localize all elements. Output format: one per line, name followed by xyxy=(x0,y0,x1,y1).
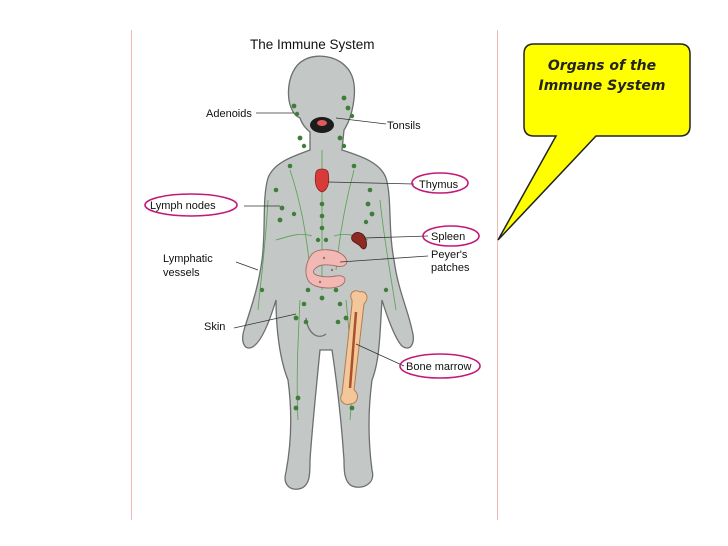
label-bone-marrow: Bone marrow xyxy=(406,361,471,373)
highlight-rings xyxy=(144,172,481,379)
right-margin-line xyxy=(497,30,498,520)
label-spleen: Spleen xyxy=(431,231,465,243)
label-adenoids: Adenoids xyxy=(206,108,252,120)
label-lymphatic-line1: Lymphatic xyxy=(163,253,213,265)
callout-bubble xyxy=(497,43,691,241)
label-peyers-line2: patches xyxy=(431,262,470,274)
femur-bone xyxy=(340,290,368,405)
label-thymus: Thymus xyxy=(419,179,459,191)
callout-line2: Immune System xyxy=(538,78,666,94)
label-lymph-nodes: Lymph nodes xyxy=(150,200,216,212)
callout-line1: Organs of the xyxy=(547,58,657,74)
ring-bone-marrow xyxy=(399,353,481,379)
ring-lymph-nodes xyxy=(144,193,238,217)
left-margin-line xyxy=(131,30,132,520)
label-tonsils: Tonsils xyxy=(387,120,421,132)
callout-text: Organs of the Immune System xyxy=(528,56,676,96)
intestines-organ xyxy=(305,249,348,289)
body-silhouette xyxy=(242,55,414,490)
diagram-title: The Immune System xyxy=(250,37,375,52)
label-skin: Skin xyxy=(204,321,225,333)
spleen-organ xyxy=(351,232,367,250)
leader-lines xyxy=(233,112,429,367)
thymus-organ xyxy=(314,168,330,193)
ring-spleen xyxy=(422,225,480,247)
label-peyers-line1: Peyer's xyxy=(431,249,468,261)
lymph-node-dots xyxy=(259,95,389,411)
ring-thymus xyxy=(411,172,469,194)
label-lymphatic-line2: vessels xyxy=(163,267,200,279)
mouth xyxy=(310,117,334,133)
